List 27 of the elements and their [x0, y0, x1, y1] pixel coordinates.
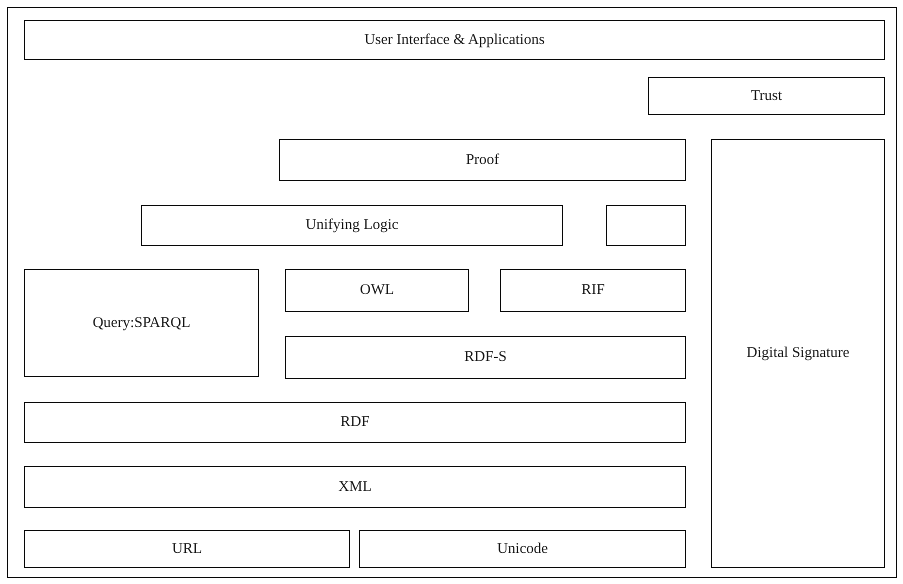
- layer-label: Trust: [750, 88, 782, 104]
- layer-label: Unicode: [497, 540, 548, 558]
- layer-label: Proof: [466, 152, 500, 168]
- layer-box: [500, 269, 686, 312]
- layer-box: [279, 139, 686, 181]
- layer-label: URL: [172, 540, 202, 558]
- layer-label: RIF: [581, 282, 605, 299]
- layer-label: RDF-S: [464, 349, 507, 366]
- layer-label: User Interface & Applications: [364, 32, 545, 48]
- empty-box: [606, 205, 686, 246]
- layer-box: [648, 77, 885, 115]
- layer-box: [285, 269, 469, 312]
- layer-label: RDF: [340, 414, 370, 431]
- layer-label: Unifying Logic: [306, 217, 398, 234]
- layer-box: [24, 20, 885, 60]
- layer-label: Digital Signature: [746, 345, 850, 362]
- layer-box: [711, 139, 885, 568]
- layer-label: Query:SPARQL: [92, 314, 190, 332]
- layer-box: [24, 466, 686, 508]
- layer-box: [24, 269, 259, 377]
- layer-label: OWL: [360, 282, 394, 299]
- layer-box: [359, 530, 686, 568]
- layer-box: [141, 205, 563, 246]
- layer-box: [24, 530, 350, 568]
- layer-label: XML: [338, 478, 372, 496]
- layer-box: [285, 336, 686, 379]
- layer-box: [24, 402, 686, 443]
